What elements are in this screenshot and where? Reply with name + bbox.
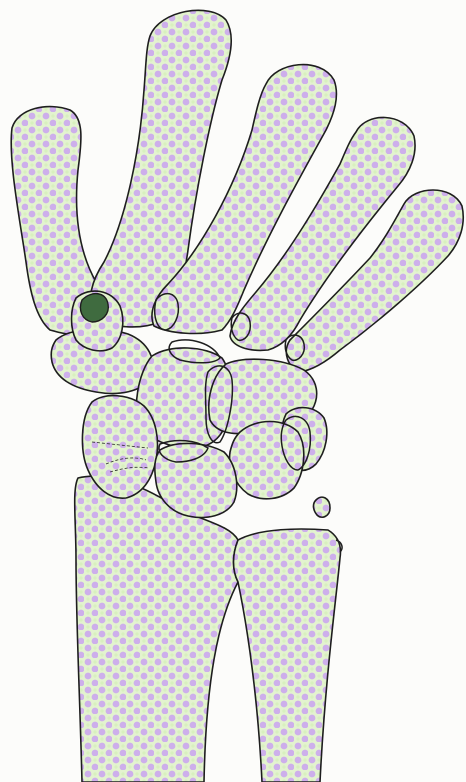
triquetrum-bone [230, 422, 304, 499]
radius-bone [75, 476, 238, 782]
shaded-sesamoid [80, 294, 108, 322]
ulnar-styloid-fragment [313, 497, 330, 517]
ulna-bone [234, 529, 341, 782]
